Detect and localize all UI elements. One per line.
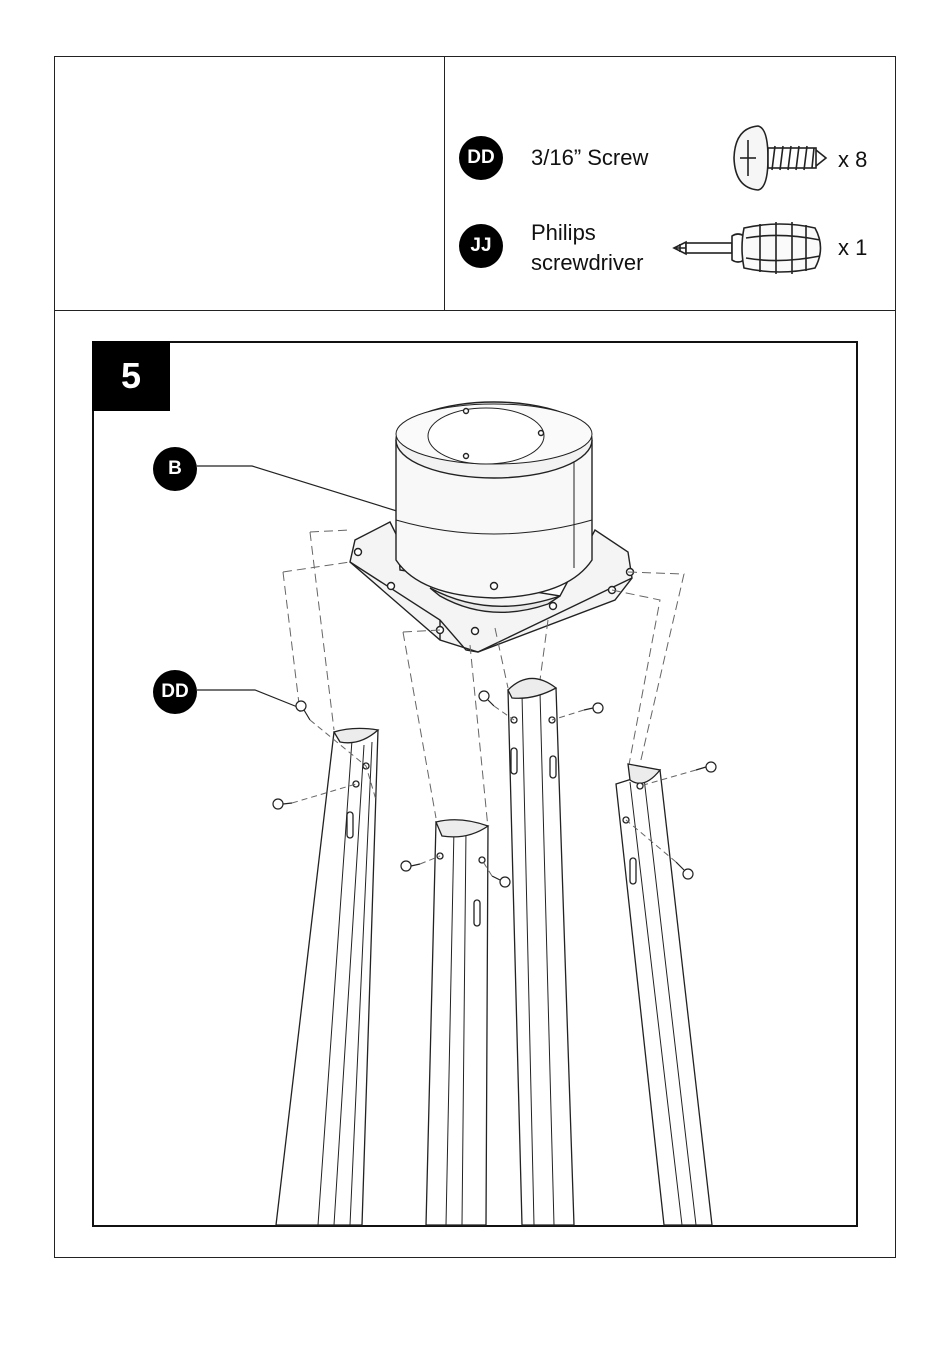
callout-badge-dd: DD bbox=[153, 670, 197, 714]
part-badge-dd: DD bbox=[459, 136, 503, 180]
header-column-divider bbox=[444, 56, 445, 310]
part-name-screw: 3/16” Screw bbox=[531, 143, 648, 173]
callout-badge-b: B bbox=[153, 447, 197, 491]
part-badge-jj: JJ bbox=[459, 224, 503, 268]
part-name-line-2: screwdriver bbox=[531, 248, 643, 278]
part-name-screwdriver: Philips screwdriver bbox=[531, 218, 643, 278]
part-qty-screw: x 8 bbox=[838, 147, 867, 173]
header-divider bbox=[54, 310, 896, 311]
step-number: 5 bbox=[92, 341, 170, 411]
part-name-line-1: Philips bbox=[531, 218, 643, 248]
part-qty-screwdriver: x 1 bbox=[838, 235, 867, 261]
step-illustration-box bbox=[92, 341, 858, 1227]
